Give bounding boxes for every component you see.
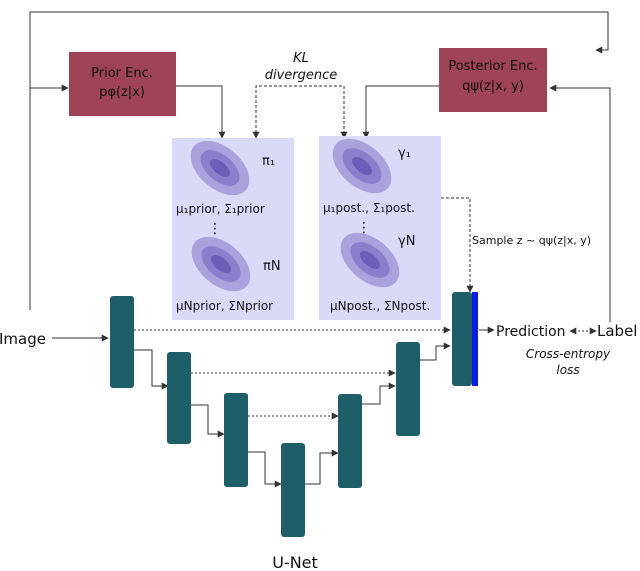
sample-z-label: Sample z ~ qψ(z|x, y) [472,234,591,247]
image-label: Image [0,330,46,348]
prior-encoder-formula: pφ(z|x) [99,85,145,100]
prior-gaussian-n-inner [211,255,231,273]
prior-params-n: μNprior, ΣNprior [176,299,273,313]
sample-z-connector [441,197,474,293]
unet-down-connector-3 [248,451,282,488]
unet-encoder-block-1 [110,296,134,388]
kl-label-line2: divergence [265,68,338,83]
posterior-weight-n: γN [398,234,415,249]
posterior-gaussian-n-inner [360,251,380,269]
unet-up-connector-2 [362,382,396,405]
unet-encoder-block-3 [224,393,248,487]
unet-down-connector-1 [134,349,169,390]
prior-params-1: μ₁prior, Σ₁prior [176,202,265,216]
posterior-gaussian-1-inner [352,157,372,175]
prior-gaussian-n [191,236,251,292]
prediction-output-channel [472,292,478,386]
posterior-encoder-to-panel-arrow [362,85,439,139]
posterior-params-n: μNpost., ΣNpost. [330,299,430,313]
posterior-gaussian-1 [332,138,392,194]
prior-weight-n: πN [263,259,281,274]
loss-label-line2: loss [556,363,579,377]
prior-encoder-box [69,52,176,116]
posterior-vertical-ellipsis: ⋮ [357,220,371,236]
posterior-encoder-title: Posterior Enc. [448,59,537,74]
posterior-weight-1: γ₁ [398,146,411,161]
image-to-posterior-connector [29,11,609,310]
prediction-label: Prediction [496,324,566,340]
unet-up-connector-3 [420,342,451,361]
label-text: Label [597,322,637,340]
unet-output-block [452,292,472,386]
unet-decoder-block-1 [338,394,362,488]
posterior-params-1: μ₁post., Σ₁post. [323,201,415,215]
prior-vertical-ellipsis: ⋮ [208,221,222,237]
kl-divergence-connector [252,85,348,139]
loss-label-line1: Cross-entropy [526,347,611,361]
posterior-gaussian-n [340,232,400,288]
unet-decoder-block-2 [396,342,420,436]
prior-gaussian-1-inner [210,159,230,177]
prior-weight-1: π₁ [262,154,275,169]
unet-bottleneck-block [281,443,305,537]
posterior-encoder-box [439,48,547,112]
posterior-encoder-formula: qψ(z|x, y) [462,79,524,94]
label-to-posterior-connector [549,84,611,322]
prior-encoder-to-panel-arrow [176,85,226,139]
unet-caption: U-Net [272,553,318,571]
unet-up-connector-1 [305,449,339,485]
kl-label-line1: KL [293,51,309,66]
prior-gaussian-1 [190,140,250,196]
unet-encoder-block-2 [167,352,191,444]
prior-encoder-title: Prior Enc. [91,66,153,81]
unet-down-connector-2 [191,404,225,438]
